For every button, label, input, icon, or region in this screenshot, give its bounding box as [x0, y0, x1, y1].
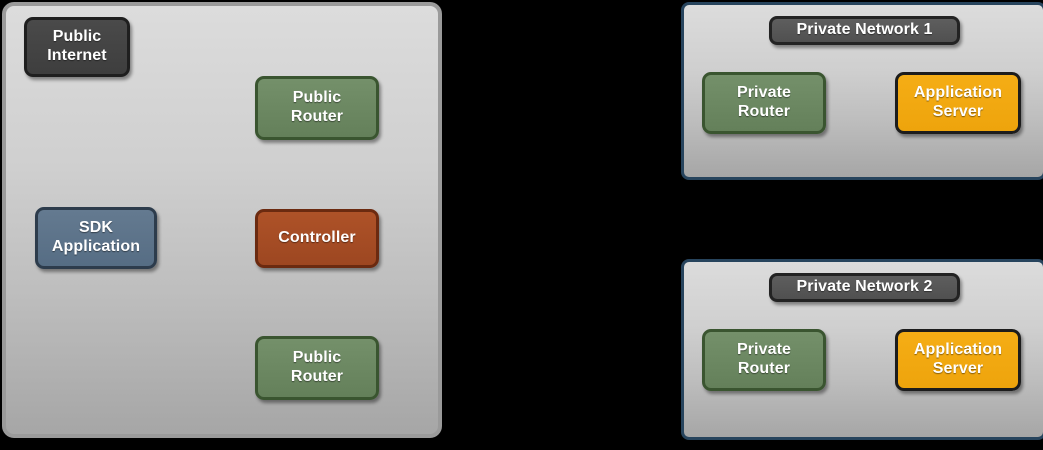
node-sdk-application-label: SDK Application	[51, 219, 141, 255]
node-public-internet[interactable]: Public Internet	[24, 17, 130, 77]
private-network-2-panel: Private Network 2 Private Router Applica…	[681, 259, 1043, 440]
node-application-server-2[interactable]: Application Server	[895, 329, 1021, 391]
node-application-server-2-label: Application Server	[913, 341, 1003, 377]
public-cloud-panel: Public Internet Public Router SDK Applic…	[2, 2, 442, 438]
private-network-1-title-chip: Private Network 1	[769, 16, 960, 45]
node-private-router-2[interactable]: Private Router	[702, 329, 826, 391]
node-private-router-1[interactable]: Private Router	[702, 72, 826, 134]
node-public-router-top-label: Public Router	[290, 89, 344, 125]
node-application-server-1[interactable]: Application Server	[895, 72, 1021, 134]
private-network-1-panel: Private Network 1 Private Router Applica…	[681, 2, 1043, 180]
node-application-server-1-label: Application Server	[913, 84, 1003, 120]
node-sdk-application[interactable]: SDK Application	[35, 207, 157, 269]
private-network-2-title: Private Network 2	[796, 278, 933, 296]
node-public-internet-label: Public Internet	[47, 28, 107, 64]
node-private-router-2-label: Private Router	[736, 341, 792, 377]
node-public-router-bottom[interactable]: Public Router	[255, 336, 379, 400]
node-controller[interactable]: Controller	[255, 209, 379, 268]
node-private-router-1-label: Private Router	[736, 84, 792, 120]
private-network-2-title-chip: Private Network 2	[769, 273, 960, 302]
node-public-router-bottom-label: Public Router	[290, 349, 344, 385]
node-public-router-top[interactable]: Public Router	[255, 76, 379, 140]
node-controller-label: Controller	[278, 229, 356, 247]
private-network-1-title: Private Network 1	[796, 21, 933, 39]
